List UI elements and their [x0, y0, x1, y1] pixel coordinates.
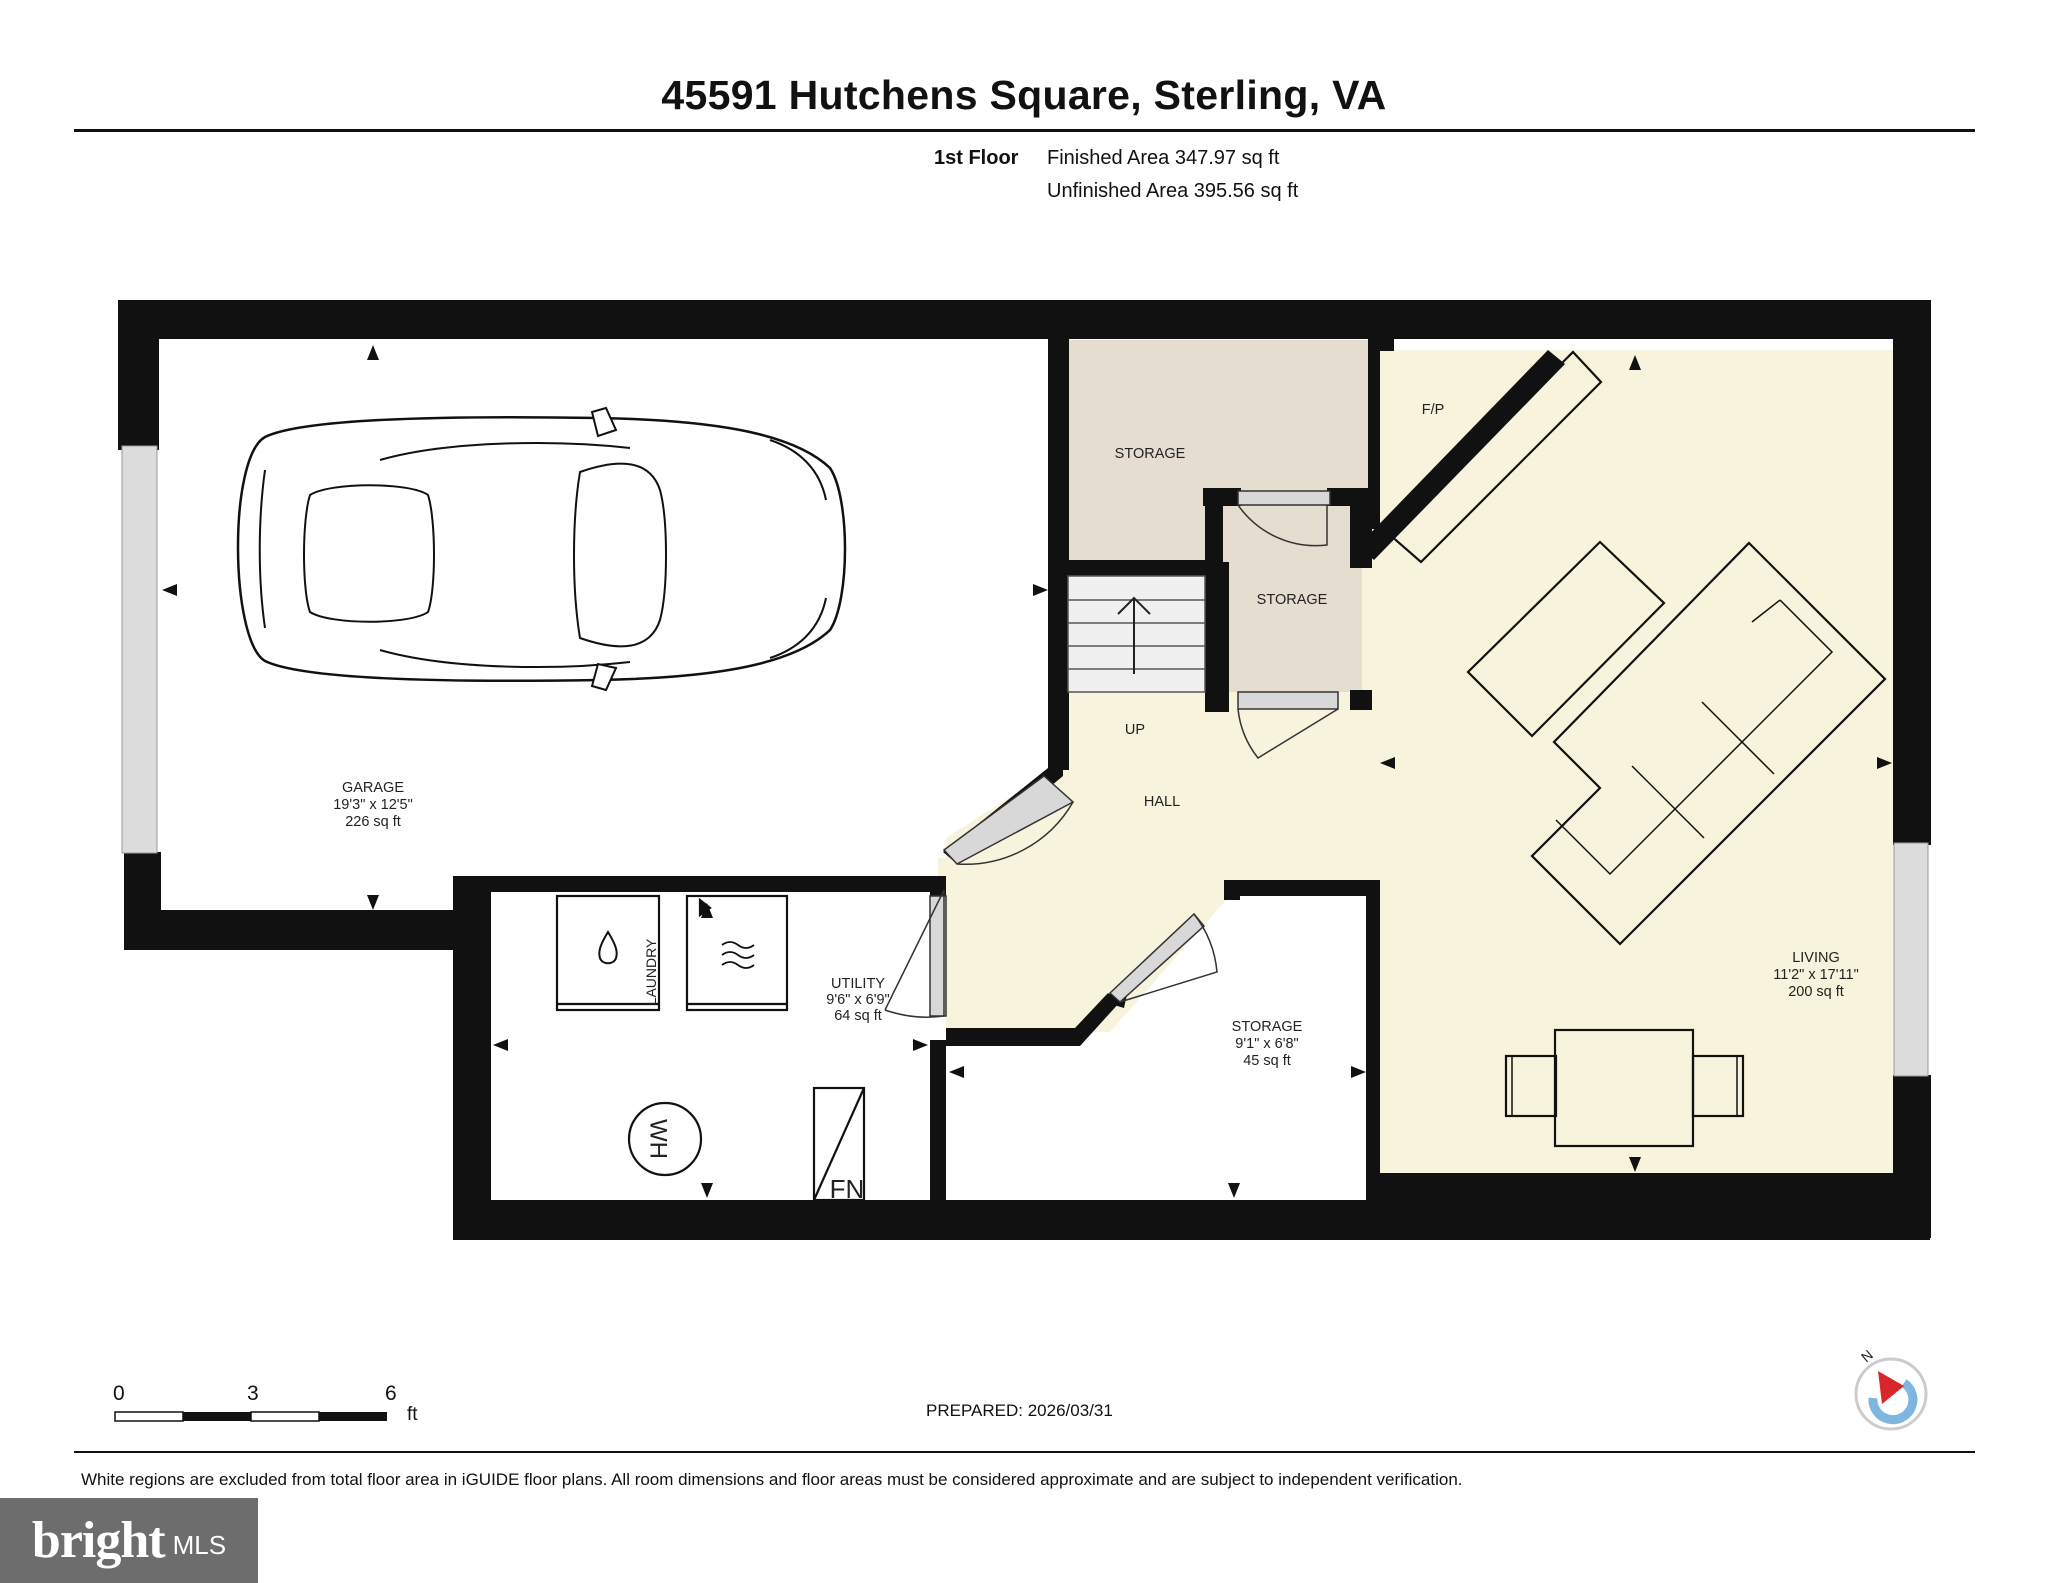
living-area: 200 sq ft [1788, 984, 1844, 1000]
fireplace-hearth-icon [1388, 350, 1603, 564]
disclaimer-text: White regions are excluded from total fl… [81, 1470, 1463, 1489]
storage-closet-name: STORAGE [1257, 592, 1328, 608]
unfinished-area: Unfinished Area 395.56 sq ft [1047, 180, 1299, 202]
utility-area: 64 sq ft [834, 1008, 882, 1024]
compass-icon: N [1854, 1347, 1928, 1431]
washer-icon [555, 894, 661, 1012]
address-title: 45591 Hutchens Square, Sterling, VA [661, 72, 1387, 118]
garage-name: GARAGE [342, 780, 404, 796]
dryer-icon [685, 894, 789, 1012]
finished-area: Finished Area 347.97 sq ft [1047, 147, 1280, 169]
footer-rule [74, 1451, 1975, 1453]
water-heater-icon [627, 1101, 703, 1177]
room-labels: GARAGE 19'3" x 12'5" 226 sq ft STORAGE S… [333, 402, 1858, 1204]
laundry-label: LAUNDRY [643, 938, 659, 1005]
storage-lower-dims: 9'1" x 6'8" [1235, 1036, 1298, 1052]
chair-left-icon [1504, 1054, 1558, 1118]
fireplace-label: F/P [1422, 402, 1445, 418]
scale-bar [114, 1411, 387, 1422]
doors [884, 490, 1339, 1018]
sofa-icon [1530, 541, 1887, 946]
floor-name: 1st Floor [934, 147, 1019, 169]
scale-label-6: 6 [385, 1382, 397, 1405]
furnace-label: FN [830, 1174, 865, 1204]
walls [118, 300, 1931, 1240]
storage-upper-name: STORAGE [1115, 446, 1186, 462]
utility-name: UTILITY [831, 976, 885, 992]
car-icon [236, 406, 847, 692]
stairs [1067, 575, 1206, 693]
hall-name: HALL [1144, 794, 1180, 810]
water-heater-label: WH [645, 1119, 672, 1159]
stairs-up-label: UP [1125, 722, 1145, 738]
scale-unit: ft [407, 1404, 418, 1425]
garage-dims: 19'3" x 12'5" [333, 797, 413, 813]
furnace-icon [812, 1086, 866, 1202]
living-furniture [1388, 350, 1887, 1148]
utility-dims: 9'6" x 6'9" [826, 992, 889, 1008]
garage-area: 226 sq ft [345, 814, 401, 830]
brand-word: bright [31, 1512, 166, 1569]
scale-label-0: 0 [113, 1382, 125, 1405]
prepared-date: PREPARED: 2026/03/31 [926, 1401, 1113, 1420]
dimension-markers [162, 345, 1892, 1198]
floor-fills [938, 340, 1893, 1176]
brand-suffix: MLS [172, 1530, 227, 1560]
coffee-table-icon [1466, 540, 1666, 738]
header-rule [74, 129, 1975, 132]
storage-closet-fill [1224, 506, 1362, 692]
utility-fixtures [555, 894, 866, 1202]
scale-label-3: 3 [247, 1382, 259, 1405]
windows [121, 445, 1929, 1077]
brand-logo: bright MLS [0, 1498, 258, 1583]
chair-right-icon [1691, 1054, 1745, 1118]
living-name: LIVING [1792, 950, 1840, 966]
storage-lower-name: STORAGE [1232, 1019, 1303, 1035]
living-dims: 11'2" x 17'11" [1773, 967, 1858, 983]
storage-lower-area: 45 sq ft [1243, 1053, 1291, 1069]
